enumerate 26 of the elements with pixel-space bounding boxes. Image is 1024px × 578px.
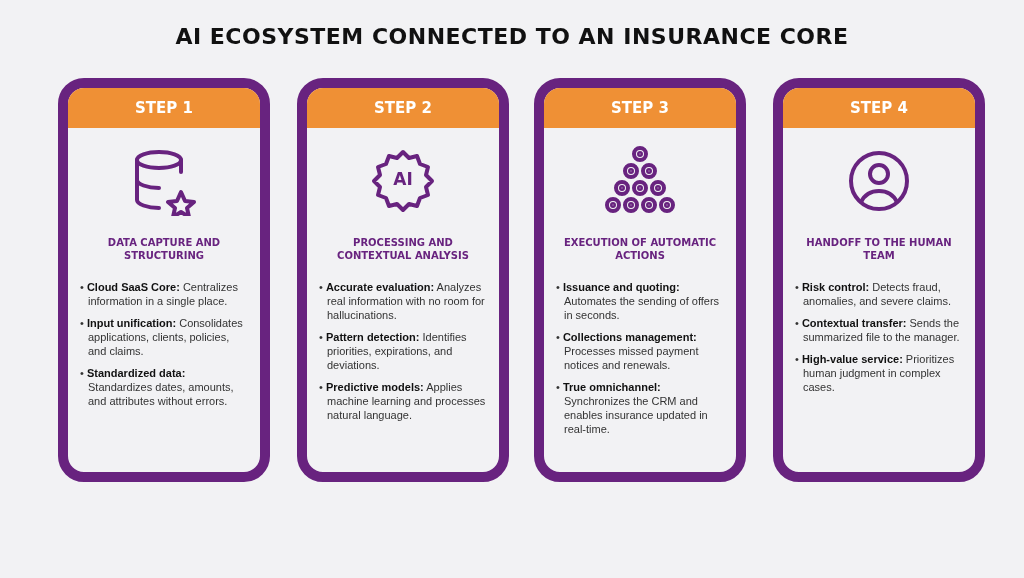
step-heading: EXECUTION OF AUTOMATIC ACTIONS [562,236,718,262]
bullet-item: • Accurate evaluation: Analyzes real information with no room for hallucinations. [319,280,486,322]
step-card [534,78,746,482]
bullet-item: • True omnichannel: Synchronizes the CRM and enables insurance updated in real-time. [556,380,709,436]
step-header: STEP 2 [307,88,499,128]
bullet-item: • Risk control: Detects fraud, anomalies, and severe claims. [795,280,952,308]
step-card [58,78,270,482]
step-heading: HANDOFF TO THE HUMAN TEAM [805,236,953,262]
bullet-item: • Input unification: Consolidates applications, clients, policies, and claims. [80,316,244,358]
bullet-item: • High-value service: Prioritizes human judgment in complex cases. [795,352,956,394]
step-header: STEP 4 [783,88,975,128]
bullet-item: • Cloud SaaS Core: Centralizes information in a single place. [80,280,239,308]
bullet-item: • Issuance and quoting: Automates the sending of offers in seconds. [556,280,721,322]
step-header: STEP 3 [544,88,736,128]
bullet-item: • Collections management: Processes missed payment notices and renewals. [556,330,700,372]
icon-label: AI [392,169,414,189]
bullet-item: • Contextual transfer: Sends the summarized file to the manager. [795,316,961,344]
step-card [297,78,509,482]
step-header: STEP 1 [68,88,260,128]
step-heading: DATA CAPTURE AND STRUCTURING [106,236,222,262]
title: AI ECOSYSTEM CONNECTED TO AN INSURANCE CORE [174,24,850,49]
step-heading: PROCESSING AND CONTEXTUAL ANALYSIS [336,236,470,262]
bullet-item: • Standardized data: Standardizes dates, amounts, and attributes without errors. [80,366,235,408]
step-card [773,78,985,482]
bullet-item: • Predictive models: Applies machine learning and processes natural language. [319,380,487,422]
bullet-item: • Pattern detection: Identifies priorities, expirations, and deviations. [319,330,468,372]
